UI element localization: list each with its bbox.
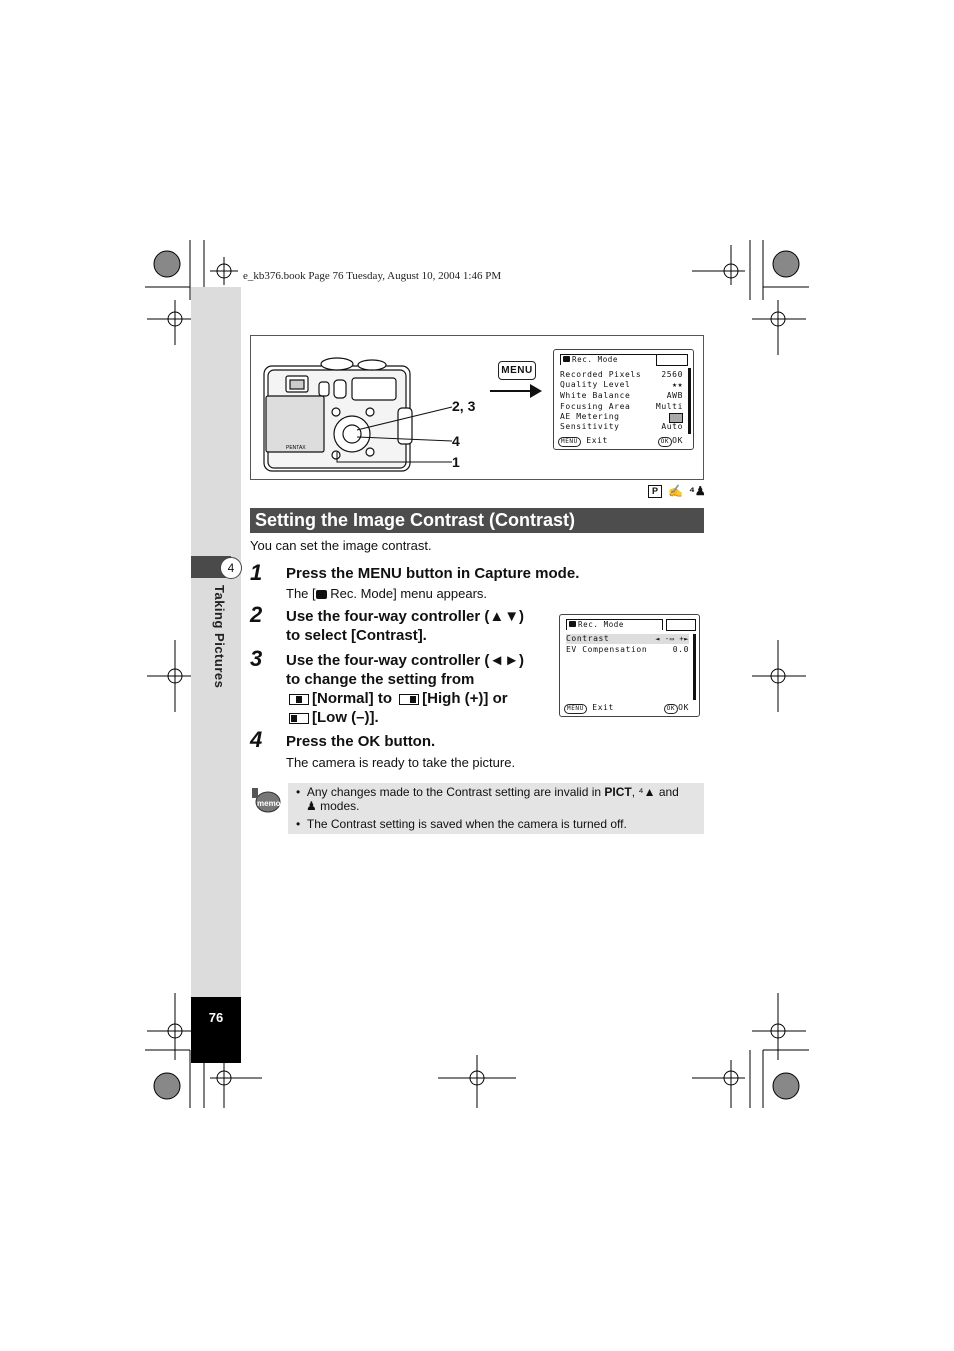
- step-3-number: 3: [250, 646, 263, 671]
- section-heading: Setting the Image Contrast (Contrast): [250, 508, 704, 533]
- callout-2-3: 2, 3: [452, 398, 476, 414]
- step-1-text: Press the MENU button in Capture mode.: [286, 565, 580, 582]
- lcd-tab: Rec. Mode: [560, 354, 657, 365]
- lcd-contrast-menu: Rec. Mode Contrast◄ -▭ +► EV Compensatio…: [559, 614, 700, 717]
- menu-row-ae-metering: AE Metering: [560, 412, 683, 423]
- svg-text:memo: memo: [257, 799, 281, 808]
- contrast-low-icon: [289, 712, 309, 724]
- memo-item-1: • Any changes made to the Contrast setti…: [296, 785, 679, 813]
- contrast-normal-icon: [289, 693, 309, 705]
- page-number: 76: [208, 1010, 224, 1025]
- lcd-exit: MENU Exit: [558, 436, 608, 447]
- lcd-tab-label: Rec. Mode: [572, 355, 619, 364]
- step-2-text: Use the four-way controller (▲▼)to selec…: [286, 608, 525, 644]
- portrait-mode-icon: ⁴♟: [688, 484, 706, 498]
- contrast-high-icon: [399, 693, 420, 705]
- arrow: [490, 390, 532, 392]
- applicable-modes: P ✍ ⁴♟: [648, 484, 706, 499]
- camera-brand: PENTAX: [286, 445, 306, 451]
- figure-box: [250, 335, 704, 480]
- arrow-head: [530, 384, 542, 398]
- step-4-text: Press the OK button.: [286, 733, 436, 750]
- portrait-icon: ♟: [306, 799, 317, 813]
- step-1-note: The [ Rec. Mode] menu appears.: [286, 586, 488, 601]
- playback-setup-tabs-icon: [666, 619, 696, 631]
- step-2-number: 2: [250, 602, 263, 627]
- playback-setup-tabs-icon: [656, 354, 688, 366]
- sidebar-band: [191, 287, 241, 1063]
- print-header: e_kb376.book Page 76 Tuesday, August 10,…: [243, 270, 502, 282]
- camera-icon: [563, 356, 570, 362]
- memo-box: • Any changes made to the Contrast setti…: [288, 783, 704, 834]
- menu-row-contrast-selected: Contrast◄ -▭ +►: [566, 634, 689, 644]
- program-mode-icon: P: [648, 485, 662, 499]
- metering-icon: [669, 413, 683, 423]
- callout-1: 1: [452, 454, 460, 470]
- step-1-number: 1: [250, 560, 263, 585]
- memo-item-2: • The Contrast setting is saved when the…: [296, 817, 627, 831]
- camera-icon: [315, 590, 327, 600]
- memo-icon: memo: [251, 786, 281, 814]
- callout-4: 4: [452, 433, 460, 449]
- camera-icon: [569, 621, 576, 627]
- contrast-slider-icon: ◄ -▭ +►: [655, 635, 689, 643]
- menu-button-icon: MENU: [498, 361, 536, 380]
- lcd-tab-label: Rec. Mode: [578, 620, 625, 629]
- step-4-number: 4: [250, 727, 263, 752]
- page-number-block: [191, 997, 241, 1063]
- landscape-mode-icon: ⁴▲: [638, 785, 656, 799]
- menu-row-quality-level: Quality Level★★: [560, 380, 683, 389]
- chapter-number: 4: [220, 557, 242, 579]
- scrollbar: [693, 634, 696, 700]
- step-4-note: The camera is ready to take the picture.: [286, 755, 516, 770]
- lcd-exit: MENU Exit: [564, 703, 614, 714]
- night-scene-icon: ✍: [668, 484, 683, 498]
- pict-mode-label: PICT: [604, 785, 632, 799]
- scrollbar: [688, 368, 691, 434]
- step-3-text: Use the four-way controller (◄►) to chan…: [286, 652, 525, 726]
- intro-text: You can set the image contrast.: [250, 538, 432, 553]
- camera-illustration: PENTAX: [263, 357, 453, 472]
- lcd-tab: Rec. Mode: [566, 619, 663, 630]
- chapter-title: Taking Pictures: [212, 585, 227, 689]
